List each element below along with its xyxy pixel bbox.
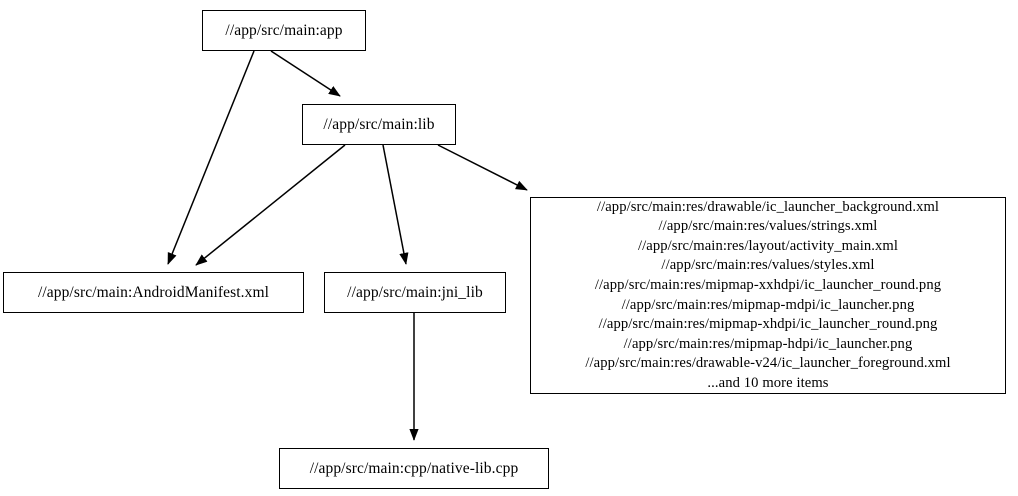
graph-node-android-manifest[interactable]: //app/src/main:AndroidManifest.xml [3,272,304,313]
graph-node-android-manifest-label: //app/src/main:AndroidManifest.xml [37,283,270,301]
edge-lib-to-res [437,144,528,191]
graph-node-native-lib-cpp[interactable]: //app/src/main:cpp/native-lib.cpp [279,448,549,489]
graph-node-res-bundle-label: //app/src/main:res/drawable/ic_launcher_… [585,198,951,391]
graph-node-res-bundle[interactable]: //app/src/main:res/drawable/ic_launcher_… [530,197,1006,394]
edge-app-to-manifest [167,50,255,265]
graph-node-lib[interactable]: //app/src/main:lib [302,104,456,145]
graph-node-native-lib-cpp-label: //app/src/main:cpp/native-lib.cpp [309,459,519,477]
graph-node-jni-lib-label: //app/src/main:jni_lib [347,283,483,301]
graph-node-app[interactable]: //app/src/main:app [202,10,366,51]
edge-app-to-lib [270,50,341,97]
graph-node-jni-lib[interactable]: //app/src/main:jni_lib [324,272,506,313]
edge-lib-to-jni-lib [382,144,409,265]
graph-node-lib-label: //app/src/main:lib [323,115,435,133]
edge-lib-to-manifest [195,144,346,266]
graph-node-app-label: //app/src/main:app [225,21,343,39]
